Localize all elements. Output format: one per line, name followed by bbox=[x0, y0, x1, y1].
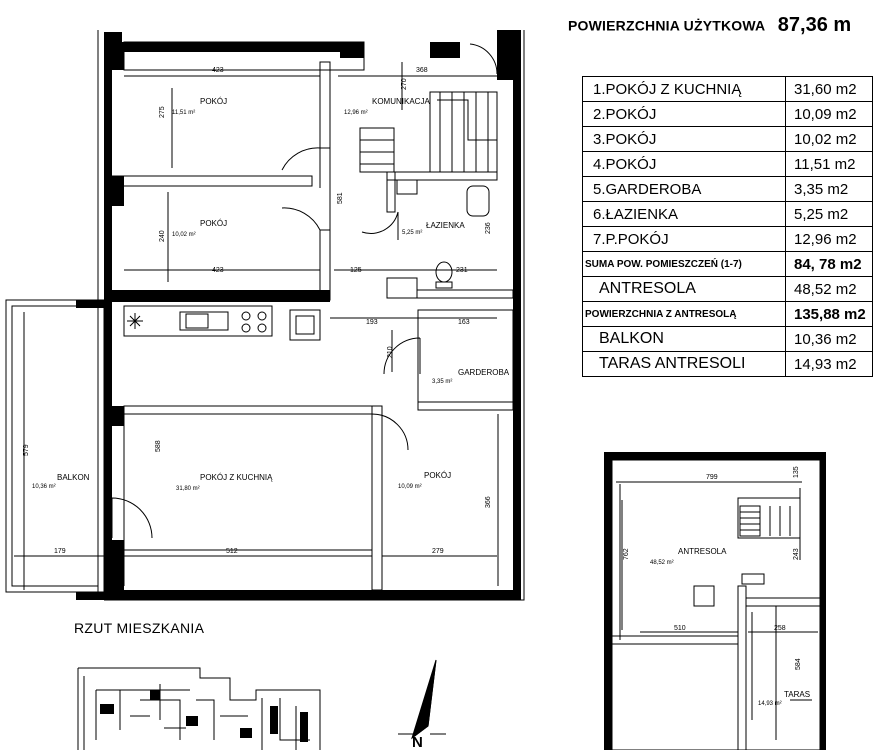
dim-label: 588 bbox=[155, 440, 162, 452]
room-pokoj-2-area: 10,09 m² bbox=[398, 484, 422, 490]
area-name-cell: 7.P.POKÓJ bbox=[582, 226, 786, 252]
dim-label: 163 bbox=[458, 319, 470, 326]
dimension-labels: 423 368 270 275 581 240 236 423 125 231 … bbox=[23, 67, 802, 670]
dim-label: 510 bbox=[674, 625, 686, 632]
dim-label: 799 bbox=[706, 474, 718, 481]
dim-label: 579 bbox=[23, 444, 30, 456]
area-value-cell: 10,09 m2 bbox=[785, 101, 873, 127]
area-value-cell: 10,02 m2 bbox=[785, 126, 873, 152]
plan-title: RZUT MIESZKANIA bbox=[74, 620, 205, 636]
dim-label: 210 bbox=[387, 346, 394, 358]
dim-label: 423 bbox=[212, 267, 224, 274]
area-name-cell: 4.POKÓJ bbox=[582, 151, 786, 177]
room-lazienka-name: ŁAZIENKA bbox=[426, 221, 465, 230]
dim-label: 581 bbox=[337, 192, 344, 204]
area-name-cell: ANTRESOLA bbox=[582, 276, 786, 302]
area-name-cell: 6.ŁAZIENKA bbox=[582, 201, 786, 227]
room-garderoba-area: 3,35 m² bbox=[432, 379, 452, 385]
area-value-cell: 3,35 m2 bbox=[785, 176, 873, 202]
area-table-row: SUMA POW. POMIESZCZEŃ (1-7)84, 78 m2 bbox=[582, 251, 873, 277]
area-name-cell: POWIERZCHNIA Z ANTRESOLĄ bbox=[582, 301, 786, 327]
main-floor-plan bbox=[5, 30, 525, 601]
mezzanine-plan bbox=[604, 452, 826, 750]
area-value-cell: 10,36 m2 bbox=[785, 326, 873, 352]
dim-label: 236 bbox=[485, 222, 492, 234]
dim-label: 125 bbox=[350, 267, 362, 274]
area-value-cell: 11,51 m2 bbox=[785, 151, 873, 177]
room-labels: POKÓJ 11,51 m² KOMUNIKACJA 12,96 m² POKÓ… bbox=[32, 97, 810, 707]
dim-label: 270 bbox=[401, 78, 408, 90]
area-value-cell: 14,93 m2 bbox=[785, 351, 873, 377]
dim-label: 231 bbox=[456, 267, 468, 274]
area-value-cell: 84, 78 m2 bbox=[785, 251, 873, 277]
room-komunikacja-area: 12,96 m² bbox=[344, 110, 368, 116]
dim-label: 179 bbox=[54, 548, 66, 555]
dim-label: 279 bbox=[432, 548, 444, 555]
room-lazienka-area: 5,25 m² bbox=[402, 230, 422, 236]
dim-label: 512 bbox=[226, 548, 238, 555]
room-pokoj-2-name: POKÓJ bbox=[424, 471, 451, 480]
area-name-cell: 5.GARDEROBA bbox=[582, 176, 786, 202]
room-pokoj-3-area: 10,02 m² bbox=[172, 232, 196, 238]
area-name-cell: BALKON bbox=[582, 326, 786, 352]
area-value-cell: 31,60 m2 bbox=[785, 76, 873, 102]
room-garderoba-name: GARDEROBA bbox=[458, 368, 510, 377]
area-name-cell: 2.POKÓJ bbox=[582, 101, 786, 127]
area-name-cell: 1.POKÓJ Z KUCHNIĄ bbox=[582, 76, 786, 102]
area-value-cell: 12,96 m2 bbox=[785, 226, 873, 252]
dim-label: 368 bbox=[416, 67, 428, 74]
area-value-cell: 135,88 m2 bbox=[785, 301, 873, 327]
room-taras-name: TARAS bbox=[784, 690, 810, 699]
area-value-cell: 5,25 m2 bbox=[785, 201, 873, 227]
dim-label: 423 bbox=[212, 67, 224, 74]
dim-label: 135 bbox=[793, 466, 800, 478]
room-antresola-area: 48,52 m² bbox=[650, 560, 674, 566]
dim-label: 584 bbox=[795, 658, 802, 670]
room-kuchnia-name: POKÓJ Z KUCHNIĄ bbox=[200, 473, 273, 482]
room-pokoj-4-area: 11,51 m² bbox=[172, 110, 195, 116]
room-balkon-area: 10,36 m² bbox=[32, 484, 56, 490]
room-komunikacja-name: KOMUNIKACJA bbox=[372, 97, 430, 106]
usable-area-value: 87,36 m bbox=[777, 14, 852, 36]
area-name-cell: 3.POKÓJ bbox=[582, 126, 786, 152]
room-taras-area: 14,93 m² bbox=[758, 701, 782, 707]
area-name-cell: TARAS ANTRESOLI bbox=[582, 351, 786, 377]
dim-label: 240 bbox=[159, 230, 166, 242]
dim-label: 193 bbox=[366, 319, 378, 326]
north-label: N bbox=[412, 734, 423, 750]
room-antresola-name: ANTRESOLA bbox=[678, 547, 727, 556]
room-pokoj-3-name: POKÓJ bbox=[200, 219, 227, 228]
area-value-cell: 48,52 m2 bbox=[785, 276, 873, 302]
room-pokoj-4-name: POKÓJ bbox=[200, 97, 227, 106]
dim-label: 762 bbox=[623, 548, 630, 560]
north-arrow-icon bbox=[398, 659, 446, 740]
dim-label: 275 bbox=[159, 106, 166, 118]
usable-area-header: POWIERZCHNIA UŻYTKOWA 87,36 m bbox=[568, 14, 877, 37]
building-location-minimap bbox=[77, 667, 321, 750]
dim-label: 366 bbox=[485, 496, 492, 508]
dim-label: 258 bbox=[774, 625, 786, 632]
area-name-cell: SUMA POW. POMIESZCZEŃ (1-7) bbox=[582, 251, 786, 277]
usable-area-label: POWIERZCHNIA UŻYTKOWA bbox=[568, 17, 766, 34]
room-kuchnia-area: 31,80 m² bbox=[176, 486, 200, 492]
room-balkon-name: BALKON bbox=[57, 473, 90, 482]
dim-label: 243 bbox=[793, 548, 800, 560]
